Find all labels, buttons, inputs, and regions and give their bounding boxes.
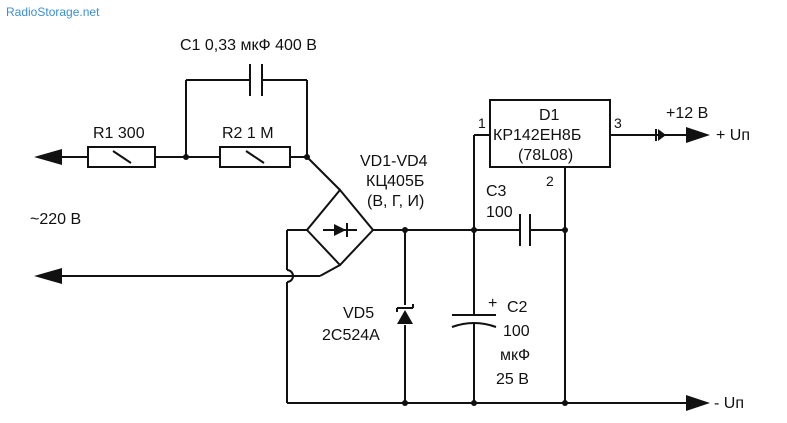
- resistor-r2: [219, 146, 291, 168]
- diode-bridge: [305, 188, 375, 267]
- junction-dots: [183, 154, 568, 406]
- output-minus-arrow: [686, 395, 710, 411]
- vd5-type-label: 2С524А: [322, 327, 380, 344]
- mains-arrow-top: [34, 149, 62, 165]
- watermark: RadioStorage.net: [6, 5, 100, 19]
- output-minus-label: - Uп: [714, 395, 744, 412]
- capacitor-c3: [519, 214, 531, 246]
- c2-unit-label: мкФ: [500, 347, 530, 364]
- c2-value-label: 100: [503, 323, 530, 340]
- r2-label: R2 1 М: [222, 125, 274, 142]
- d1-pin2-label: 2: [546, 173, 554, 189]
- c2-voltage-label: 25 В: [496, 371, 529, 388]
- r1-label: R1 300: [93, 125, 145, 142]
- d1-alt-label: (78L08): [518, 147, 573, 164]
- mains-label: ~220 В: [30, 211, 81, 228]
- bridge-name-label: VD1-VD4: [360, 153, 428, 170]
- capacitor-c2: [451, 314, 497, 328]
- d1-pin1-label: 1: [478, 115, 486, 131]
- vd5-name-label: VD5: [343, 305, 374, 322]
- output-plus-arrow: [686, 127, 710, 143]
- d1-pin3-label: 3: [614, 115, 622, 131]
- c2-polarity-mark: +: [488, 295, 497, 312]
- d1-name-label: D1: [539, 107, 560, 124]
- d1-type-label: КР142ЕН8Б: [493, 127, 581, 144]
- wires: [62, 79, 690, 404]
- zener-vd5: [396, 304, 414, 324]
- output-diode-mark: [655, 129, 666, 141]
- c3-name-label: С3: [486, 183, 507, 200]
- regulator-d1: [489, 99, 611, 168]
- mains-arrow-bottom: [34, 268, 62, 284]
- output-voltage-label: +12 В: [666, 105, 708, 122]
- capacitor-c1: [249, 64, 263, 96]
- output-plus-label: + Uп: [716, 127, 750, 144]
- c1-label: C1 0,33 мкФ 400 В: [180, 37, 317, 54]
- c3-value-label: 100: [486, 204, 513, 221]
- resistor-r1: [87, 146, 156, 168]
- c2-name-label: С2: [507, 299, 528, 316]
- bridge-variants-label: (В, Г, И): [367, 193, 424, 210]
- bridge-type-label: КЦ405Б: [366, 173, 424, 190]
